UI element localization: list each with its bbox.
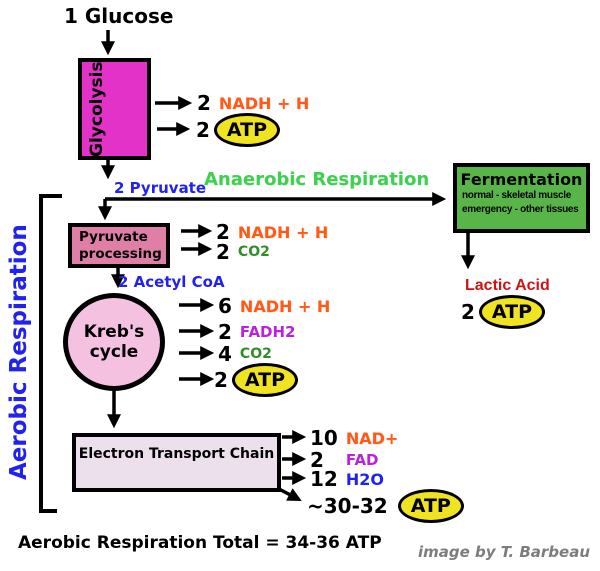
atp-badge: ATP [213,113,281,147]
atp-badge: ATP [231,363,299,397]
glycolysis-label: Glycolysis [87,61,107,157]
pyruvate-processing-label: Pyruvate processing [79,229,162,262]
fermentation-note-normal: normal - skeletal muscle [462,190,571,201]
output-qty: 2 [197,91,211,115]
co2-label: CO2 [239,346,272,362]
krebs-output-row: 4 CO2 [218,342,272,366]
h2o-label: H2O [345,469,384,489]
output-qty: 2 [196,118,210,142]
fermentation-box: Fermentation normal - skeletal muscle em… [453,163,590,233]
atp-badge: ATP [397,489,464,523]
aerobic-respiration-label: Aerobic Respiration [6,224,32,480]
output-qty: 10 [310,426,338,450]
glycolysis-output-row: 2 NADH + H [197,91,309,115]
electron-transport-chain-box: Electron Transport Chain [72,433,281,492]
fermentation-title: Fermentation [460,170,583,189]
glycolysis-box: Glycolysis [78,58,151,160]
output-qty: 2 [218,320,232,344]
etc-label: Electron Transport Chain [78,446,275,462]
nadh-label: NADH + H [237,222,329,242]
arrow-etc-atp [278,487,302,501]
etc-output-row: ~30-32 ATP [307,489,464,523]
output-qty: 2 [310,448,324,472]
nad-label: NAD+ [345,428,399,448]
pyruvate-processing-box: Pyruvate processing [68,223,170,268]
lactic-acid-label: Lactic Acid [465,277,550,294]
pp-output-row: 2 CO2 [216,240,270,264]
output-qty: 2 [216,220,230,244]
nadh-label: NADH + H [218,93,310,113]
krebs-output-row: 6 NADH + H [218,294,330,318]
output-qty: 6 [218,294,232,318]
etc-output-row: 12 H2O [310,467,384,491]
anaerobic-respiration-label: Anaerobic Respiration [204,169,430,190]
pyruvate-label: 2 Pyruvate [114,179,207,197]
output-qty: 12 [310,467,338,491]
fadh2-label: FADH2 [239,323,296,341]
glucose-label: 1 Glucose [64,4,174,28]
aerobic-bracket [39,194,62,513]
glycolysis-output-row: 2 ATP [196,113,281,147]
output-qty: 4 [218,342,232,366]
krebs-output-row: 2 FADH2 [218,320,296,344]
nadh-label: NADH + H [239,296,331,316]
etc-output-row: 2 FAD [310,448,379,472]
atp-badge: ATP [478,295,546,329]
image-credit: image by T. Barbeau [417,543,590,561]
krebs-cycle-circle: Kreb's cycle [63,293,165,391]
krebs-cycle-label: Kreb's cycle [83,321,145,362]
output-qty: ~30-32 [307,494,388,518]
fermentation-atp-row: 2 ATP [461,295,546,329]
aerobic-total-label: Aerobic Respiration Total = 34-36 ATP [18,533,382,553]
etc-output-row: 10 NAD+ [310,426,398,450]
output-qty: 2 [216,240,230,264]
output-qty: 2 [461,300,475,324]
pp-output-row: 2 NADH + H [216,220,328,244]
co2-label: CO2 [237,244,270,260]
fermentation-note-emergency: emergency - other tissues [462,203,579,215]
krebs-output-row: 2 ATP [214,363,299,397]
fad-label: FAD [345,451,379,469]
acetyl-coa-label: 2 Acetyl CoA [118,273,225,291]
output-qty: 2 [214,368,228,392]
